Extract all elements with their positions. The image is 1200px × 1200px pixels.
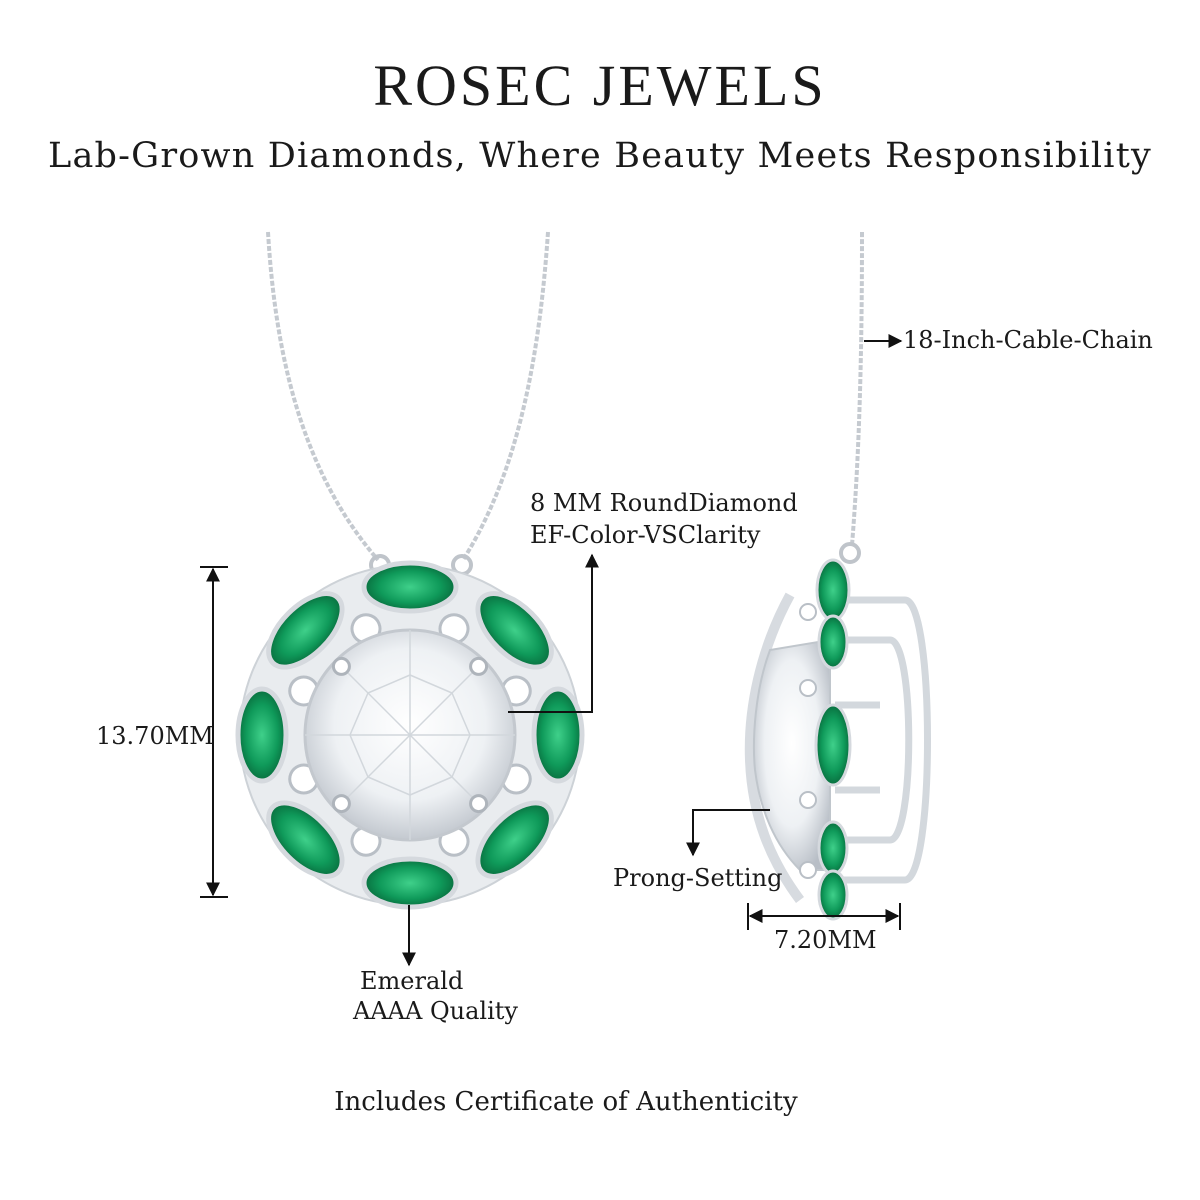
- side-pendant: [744, 558, 931, 921]
- depth-dimension-label: 7.20MM: [774, 926, 877, 954]
- center-stone-label-grade: EF-Color-VSClarity: [530, 521, 761, 549]
- front-chain: [266, 231, 550, 562]
- side-chain: [850, 231, 864, 546]
- setting-label: Prong-Setting: [613, 864, 783, 892]
- height-dimension-label: 13.70MM: [96, 722, 214, 750]
- center-stone-label-size: 8 MM RoundDiamond: [530, 489, 798, 517]
- brand-tagline: Lab-Grown Diamonds, Where Beauty Meets R…: [48, 136, 1152, 176]
- side-stone-label-quality: AAAA Quality: [353, 997, 518, 1025]
- chain-label: 18-Inch-Cable-Chain: [903, 326, 1153, 354]
- front-pendant: [235, 560, 585, 910]
- side-bail: [839, 542, 861, 564]
- certificate-note: Includes Certificate of Authenticity: [334, 1087, 798, 1117]
- dimension-lines: [200, 334, 903, 967]
- side-stone-label-type: Emerald: [360, 967, 464, 995]
- brand-title: ROSEC JEWELS: [373, 53, 827, 118]
